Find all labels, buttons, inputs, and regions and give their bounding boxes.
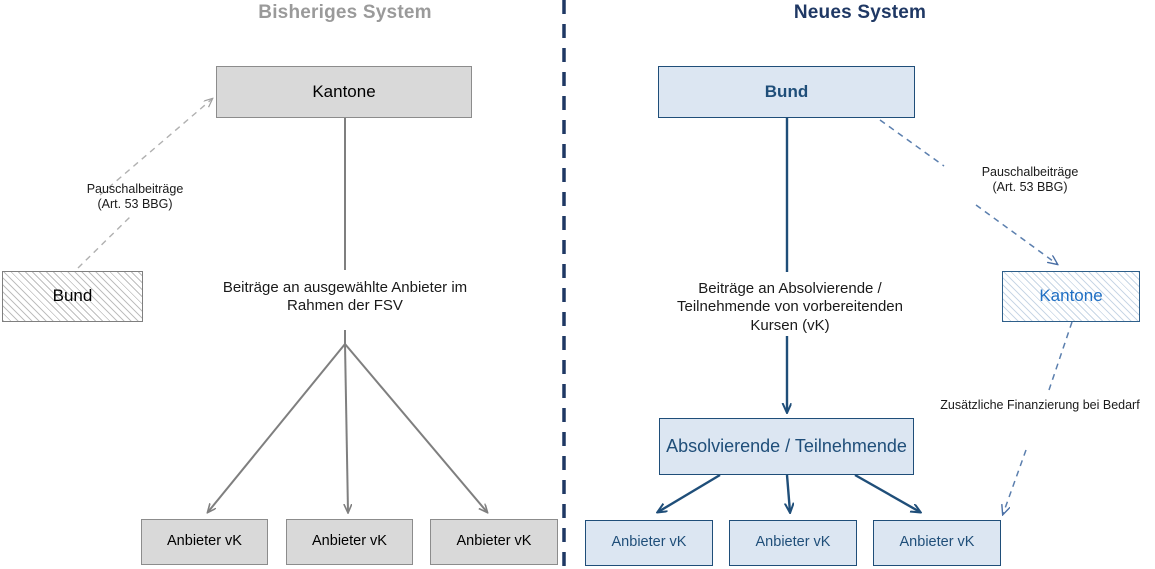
node-old-anbieter-2[interactable]: Anbieter vK [286, 519, 413, 565]
arrow-old-to-anbieter-3 [344, 343, 487, 512]
node-new-anbieter-1[interactable]: Anbieter vK [585, 520, 713, 566]
node-old-anbieter-3[interactable]: Anbieter vK [430, 519, 558, 565]
new-system-title: Neues System [793, 2, 927, 23]
arrow-new-kantone-to-anbieter-3 [1003, 321, 1073, 514]
caption-old-pauschalbeitraege: Pauschalbeiträge (Art. 53 BBG) [86, 182, 184, 212]
node-new-anbieter-2[interactable]: Anbieter vK [729, 520, 857, 566]
arrow-new-bund-to-kantone [879, 119, 1057, 264]
arrow-new-to-anbieter-1 [658, 473, 721, 512]
arrow-old-bund-to-kantone [77, 99, 212, 269]
caption-new-beitraege-absolvierende: Beiträge an Absolvierende / Teilnehmende… [677, 280, 903, 334]
node-new-absolvierende[interactable]: Absolvierende / Teilnehmende [659, 418, 914, 475]
node-old-bund[interactable]: Bund [2, 271, 143, 322]
old-system-title: Bisheriges System [258, 2, 432, 23]
node-new-kantone[interactable]: Kantone [1002, 271, 1140, 322]
arrow-old-to-anbieter-2 [345, 343, 348, 512]
node-old-kantone[interactable]: Kantone [216, 66, 472, 118]
arrow-new-to-anbieter-3 [854, 473, 920, 512]
arrow-old-to-anbieter-1 [208, 343, 346, 512]
node-new-anbieter-3[interactable]: Anbieter vK [873, 520, 1001, 566]
node-new-bund[interactable]: Bund [658, 66, 915, 118]
caption-new-pauschalbeitraege: Pauschalbeiträge (Art. 53 BBG) [981, 165, 1079, 195]
node-old-anbieter-1[interactable]: Anbieter vK [141, 519, 268, 565]
caption-old-beitraege-fsv: Beiträge an ausgewählte Anbieter im Rahm… [222, 279, 468, 315]
arrow-new-to-anbieter-2 [787, 474, 790, 512]
caption-new-zusaetzliche-finanzierung: Zusätzliche Finanzierung bei Bedarf [940, 398, 1140, 412]
